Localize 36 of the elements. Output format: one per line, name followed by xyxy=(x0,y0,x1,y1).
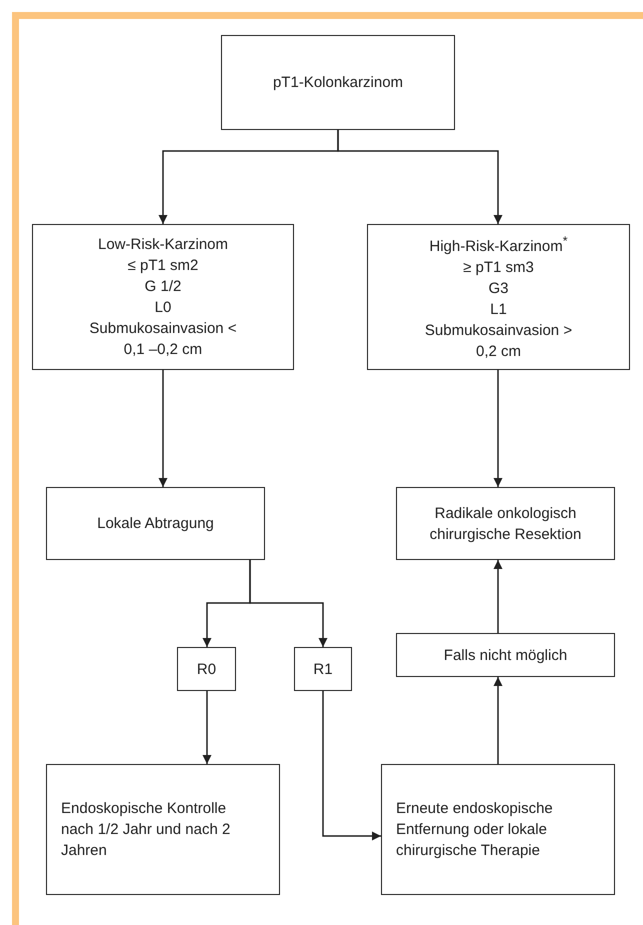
process-box xyxy=(221,35,455,130)
box-text: R1 xyxy=(313,660,333,680)
box-text: Radikale onkologisch chirurgische Resektion xyxy=(428,504,582,544)
arrow xyxy=(202,691,212,764)
process-box xyxy=(381,764,615,895)
process-box xyxy=(294,647,352,691)
process-box xyxy=(46,487,265,560)
box-text: Falls nicht möglich xyxy=(444,646,568,666)
box-text: ≤ pT1 sm2 xyxy=(128,256,198,276)
process-box xyxy=(396,633,615,677)
box-text: L0 xyxy=(154,298,172,318)
box-text: pT1-Kolonkarzinom xyxy=(272,73,404,93)
box-text: R0 xyxy=(196,660,216,680)
arrow xyxy=(249,560,328,647)
process-box xyxy=(367,224,630,370)
process-box xyxy=(396,487,615,560)
arrow xyxy=(494,370,502,487)
box-text: Endoskopische Kontrolle nach 1/2 Jahr und nach 2 Jahren xyxy=(61,799,232,861)
arrow xyxy=(337,130,502,224)
box-text: G 1/2 xyxy=(144,277,182,297)
box-text: G3 xyxy=(488,278,508,298)
arrow xyxy=(158,370,168,487)
process-box xyxy=(46,764,280,895)
box-text: Submukosainvasion > 0,2 cm xyxy=(424,320,574,362)
process-box xyxy=(32,224,294,370)
box-text: Low-Risk-Karzinom xyxy=(98,235,228,255)
arrow xyxy=(494,560,502,633)
box-text: Lokale Abtragung xyxy=(97,514,214,534)
arrow xyxy=(494,677,502,764)
arrow xyxy=(322,691,381,840)
box-text: Erneute endoskopische Entfernung oder lokale chirurgische Therapie xyxy=(396,799,554,861)
process-box xyxy=(177,647,236,691)
box-text: High-Risk-Karzinom$^{*}$ xyxy=(429,232,568,256)
box-text: L1 xyxy=(490,300,507,320)
box-text: ≥ pT1 sm3 xyxy=(463,258,534,278)
box-text: Submukosainvasion < 0,1 –0,2 cm xyxy=(88,319,238,360)
